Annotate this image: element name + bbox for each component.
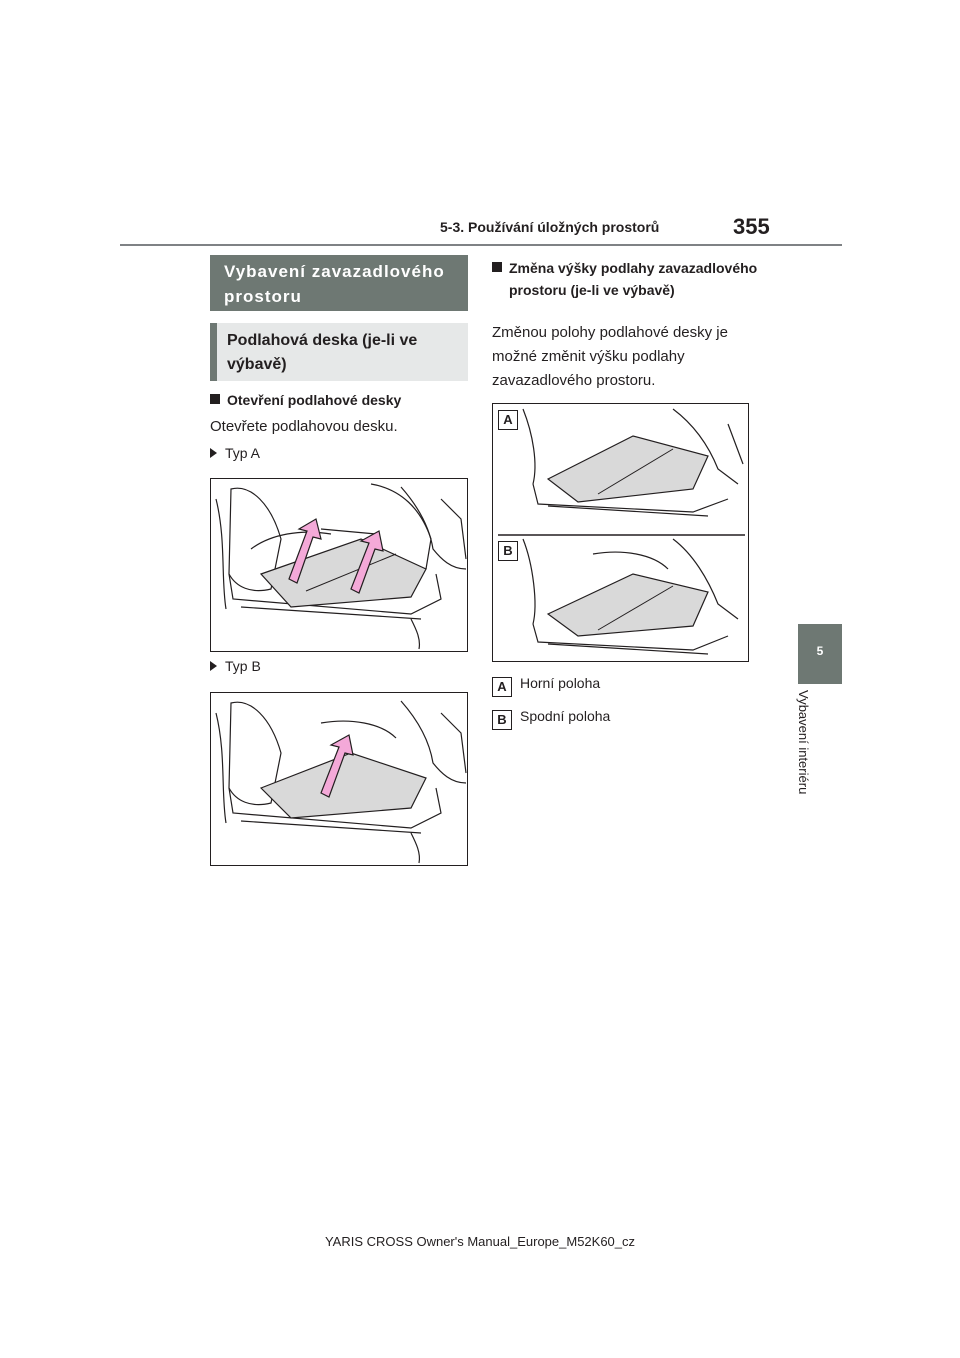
section-heading-text: Vybavení zavazadlového prostoru — [224, 262, 445, 306]
type-b-label: Typ B — [210, 658, 261, 674]
figure-floor-height: A B — [492, 403, 749, 662]
page-number: 355 — [733, 214, 770, 239]
header-divider — [120, 244, 842, 246]
subsection-heading: Podlahová deska (je-li ve výbavě) — [210, 323, 468, 381]
chapter-tab[interactable]: 5 — [798, 624, 842, 684]
legend-lower-position: B Spodní poloha — [492, 708, 610, 730]
triangle-bullet-icon — [210, 448, 217, 458]
legend-upper-position: A Horní poloha — [492, 675, 600, 697]
triangle-bullet-icon — [210, 661, 217, 671]
square-bullet-icon — [492, 262, 502, 272]
cargo-illustration-type-a — [215, 483, 467, 650]
legend-text-b: Spodní poloha — [520, 708, 611, 724]
item-heading-height: Změna výšky podlahy zavazadlového prosto… — [492, 257, 779, 301]
figure-type-a — [210, 478, 468, 652]
type-b-text: Typ B — [225, 658, 261, 674]
item-heading-open-board-text: Otevření podlahové desky — [227, 392, 402, 408]
legend-badge-b: B — [492, 710, 512, 730]
item-text-open-board: Otevřete podlahovou desku. — [210, 418, 398, 435]
running-header: 5-3. Používání úložných prostorů — [440, 219, 660, 235]
cargo-illustration-type-b — [215, 700, 467, 864]
legend-text-a: Horní poloha — [520, 675, 601, 691]
section-heading: Vybavení zavazadlového prostoru — [210, 255, 468, 311]
type-a-text: Typ A — [225, 445, 261, 461]
legend-badge-a: A — [492, 677, 512, 697]
square-bullet-icon — [210, 394, 220, 404]
floor-height-illustration — [498, 408, 745, 655]
chapter-side-label-text: Vybavení interiéru — [796, 690, 811, 795]
figure-label-a: A — [498, 410, 518, 430]
type-a-label: Typ A — [210, 445, 260, 461]
item-heading-open-board: Otevření podlahové desky — [210, 389, 468, 411]
figure-label-b: B — [498, 541, 518, 561]
chapter-side-label: Vybavení interiéru — [793, 690, 813, 820]
item-heading-height-text: Změna výšky podlahy zavazadlového prosto… — [509, 260, 758, 298]
figure-type-b — [210, 692, 468, 866]
item-text-height: Změnou polohy podlahové desky je možné z… — [492, 324, 728, 389]
footer-manual-id: YARIS CROSS Owner's Manual_Europe_M52K60… — [324, 1234, 636, 1249]
